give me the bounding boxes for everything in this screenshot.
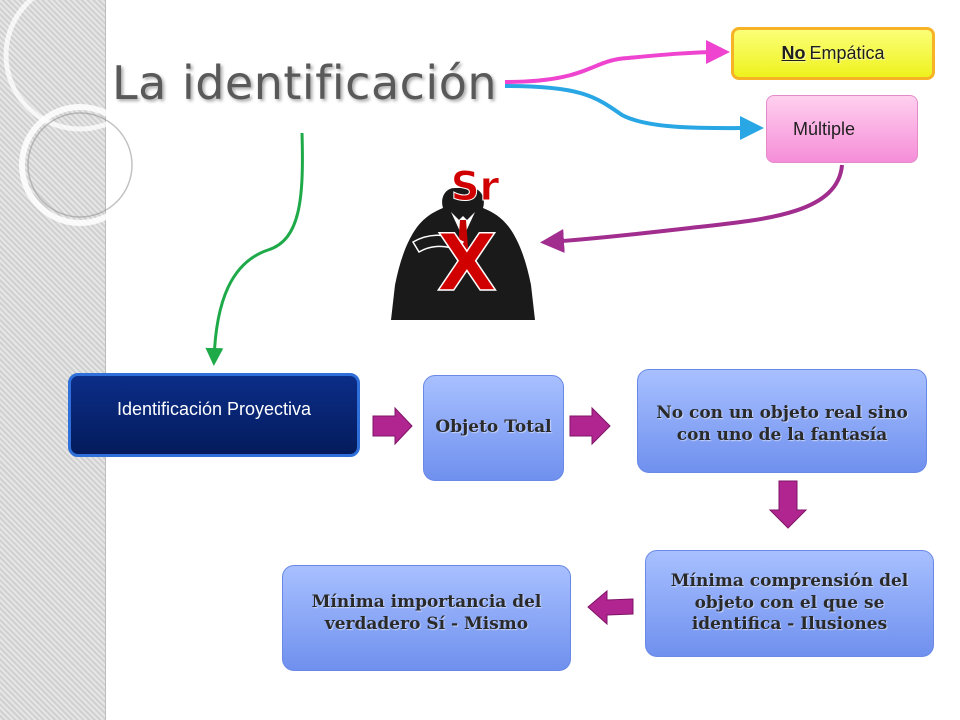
no-empatica-negation: No — [781, 43, 806, 63]
x-logo-text: X — [437, 219, 497, 309]
node-identificacion-proyectiva: Identificación Proyectiva — [68, 373, 360, 457]
node-multiple: Múltiple — [766, 95, 918, 163]
identificacion-proyectiva-label: Identificación Proyectiva — [116, 399, 312, 419]
block-arrow-to-objeto-total — [372, 406, 413, 446]
connector-title-to-no-empatica — [504, 40, 730, 84]
tie-icon — [457, 220, 469, 270]
sr-logo-text: Sr — [451, 164, 500, 210]
page-title: La identificación — [112, 56, 498, 110]
connector-title-to-multiple — [504, 84, 764, 141]
no-con-objeto-real-label: No con un objeto real sino con uno de la… — [656, 403, 908, 445]
connector-title-to-identificacion-proyectiva — [205, 132, 304, 366]
pointing-hand-icon — [411, 234, 465, 254]
objeto-total-label: Objeto Total — [435, 417, 552, 438]
multiple-label: Múltiple — [793, 118, 856, 139]
node-minima-importancia: Mínima importancia del verdadero Sí - Mi… — [282, 565, 571, 671]
node-no-empatica: No Empática — [731, 27, 935, 80]
minima-importancia-label: Mínima importancia del verdadero Sí - Mi… — [311, 592, 542, 634]
node-minima-comprension: Mínima comprensión del objeto con el que… — [645, 550, 934, 657]
block-arrow-to-minima-comprension — [768, 480, 808, 529]
connector-multiple-to-srx — [540, 164, 844, 253]
node-no-con-objeto-real: No con un objeto real sino con uno de la… — [637, 369, 927, 473]
node-objeto-total: Objeto Total — [423, 375, 564, 481]
sr-x-logo: Sr X — [391, 164, 535, 320]
minima-comprension-label: Mínima comprensión del objeto con el que… — [670, 570, 909, 635]
block-arrow-to-minima-importancia — [587, 589, 634, 626]
no-empatica-label: Empática — [809, 43, 885, 63]
block-arrow-to-no-con-objeto-real — [569, 406, 611, 446]
